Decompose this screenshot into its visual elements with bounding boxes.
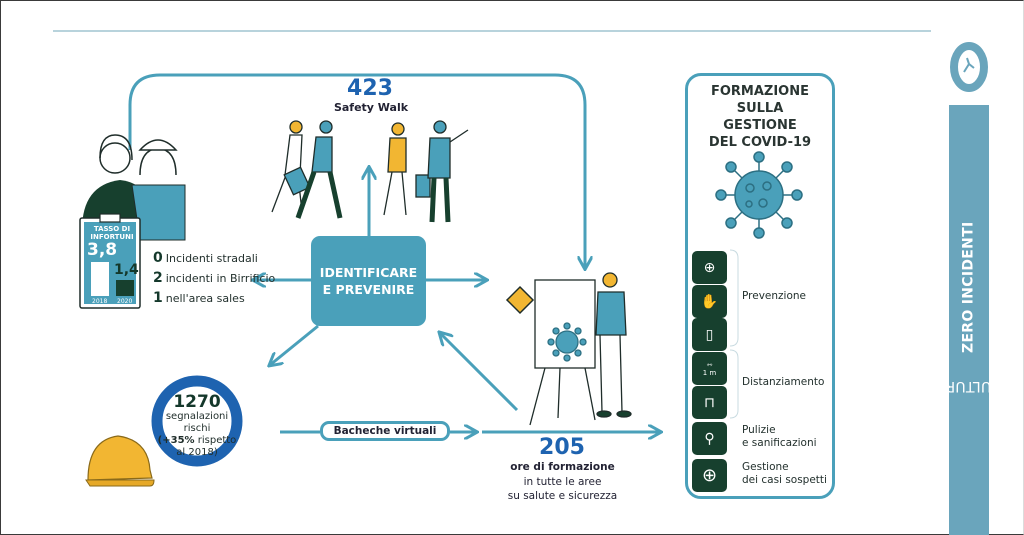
covid-panel-title: FORMAZIONE SULLA GESTIONE DEL COVID-19 [690, 83, 830, 151]
header-divider [53, 30, 931, 32]
incident-label: Incidenti stradali [165, 252, 258, 265]
injury-clipboard [79, 213, 141, 309]
reports-count: 1270 [173, 392, 221, 412]
category-pulizie-line1: Pulizie [742, 424, 776, 436]
category-pulizie: Pulizie e sanificazioni [742, 424, 817, 450]
category-gestione-line1: Gestione [742, 461, 789, 473]
injury-rate-title-line2: INFORTUNI [90, 233, 134, 241]
center-line1: IDENTIFICARE [319, 265, 418, 280]
covid-title-line4: DEL COVID-19 [708, 135, 812, 150]
injury-rate-2018-value: 3,8 [87, 240, 118, 260]
arrow-down-left [270, 324, 319, 365]
distance-1m-icon: ⇿1 m [692, 352, 727, 385]
category-pulizie-line2: e sanificazioni [742, 437, 817, 449]
sidebar-prefix: CULTURA [936, 377, 1002, 394]
sidebar-band [949, 105, 989, 535]
covid-virus-illustration [715, 151, 803, 239]
zero-incidents-logo-icon [950, 42, 988, 92]
safety-walk-label: Safety Walk [333, 101, 409, 114]
center-line2: E PREVENIRE [322, 282, 415, 297]
sanitizer-icon: ▯ [692, 318, 727, 351]
reports-text: 1270 segnalazioni rischi (+35% rispetto … [151, 394, 243, 459]
workers-illustration [82, 134, 186, 241]
incident-label: incidenti in Birrificio [165, 272, 276, 285]
incident-count: 2 [153, 270, 163, 286]
covid-title-line1: FORMAZIONE [710, 84, 809, 99]
training-illustration [505, 272, 632, 426]
medical-cross-icon: ⊕ [692, 459, 727, 492]
incident-count: 0 [153, 250, 163, 266]
year-2018-label: 2018 [92, 298, 108, 305]
injury-rate-2020-value: 1,4 [114, 262, 139, 278]
distance-icon-text: 1 m [702, 368, 717, 377]
helmet-illustration [85, 435, 155, 487]
reports-delta: (+35% rispetto [151, 435, 243, 447]
reports-delta-bold: (+35% [157, 435, 195, 446]
bar-2020 [116, 280, 134, 296]
handwash-icon: ✋ [692, 285, 727, 318]
category-distanziamento: Distanziamento [742, 376, 825, 388]
training-line2: in tutte le aree [523, 476, 602, 488]
incident-count: 1 [153, 290, 163, 306]
separated-desks-icon: ⊓ [692, 386, 727, 419]
bracket-prevenzione [729, 249, 739, 347]
training-hours-count: 205 [539, 435, 585, 460]
cleaning-icon: ⚲ [692, 422, 727, 455]
category-gestione-line2: dei casi sospetti [742, 474, 827, 486]
sidebar-title: CULTURA ZERO INCIDENTI [936, 105, 1002, 535]
sidebar-bold: ZERO INCIDENTI [961, 221, 978, 354]
category-prevenzione: Prevenzione [742, 290, 806, 302]
training-line3: su salute e sicurezza [507, 490, 618, 502]
mask-icon: ⊕ [692, 251, 727, 284]
arrow-up-left [440, 333, 519, 412]
safety-walk-count: 423 [347, 76, 393, 101]
reports-line4: al 2018) [176, 447, 218, 458]
covid-title-line2: SULLA [736, 101, 784, 116]
safety-walk-illustration [271, 120, 469, 223]
virtual-boards-pill: Bacheche virtuali [320, 421, 450, 441]
reports-line1: segnalazioni [165, 411, 229, 422]
injury-rate-title: TASSO DI INFORTUNI [86, 225, 138, 241]
injury-rate-title-line1: TASSO DI [93, 225, 131, 233]
reports-ring [151, 375, 243, 467]
bar-2018 [91, 262, 109, 296]
year-2020-label: 2020 [117, 298, 133, 305]
covid-title-line3: GESTIONE [723, 118, 797, 133]
identify-prevent-box: IDENTIFICARE E PREVENIRE [311, 236, 426, 326]
bracket-distanziamento [729, 349, 739, 419]
training-line1: ore di formazione [510, 461, 615, 473]
reports-line2: rischi [183, 423, 211, 434]
incident-label: nell'area sales [165, 292, 245, 305]
reports-delta-rest: rispetto [194, 435, 237, 446]
loop-arrow [128, 73, 585, 268]
category-gestione: Gestione dei casi sospetti [742, 461, 827, 487]
covid-panel [685, 73, 835, 499]
